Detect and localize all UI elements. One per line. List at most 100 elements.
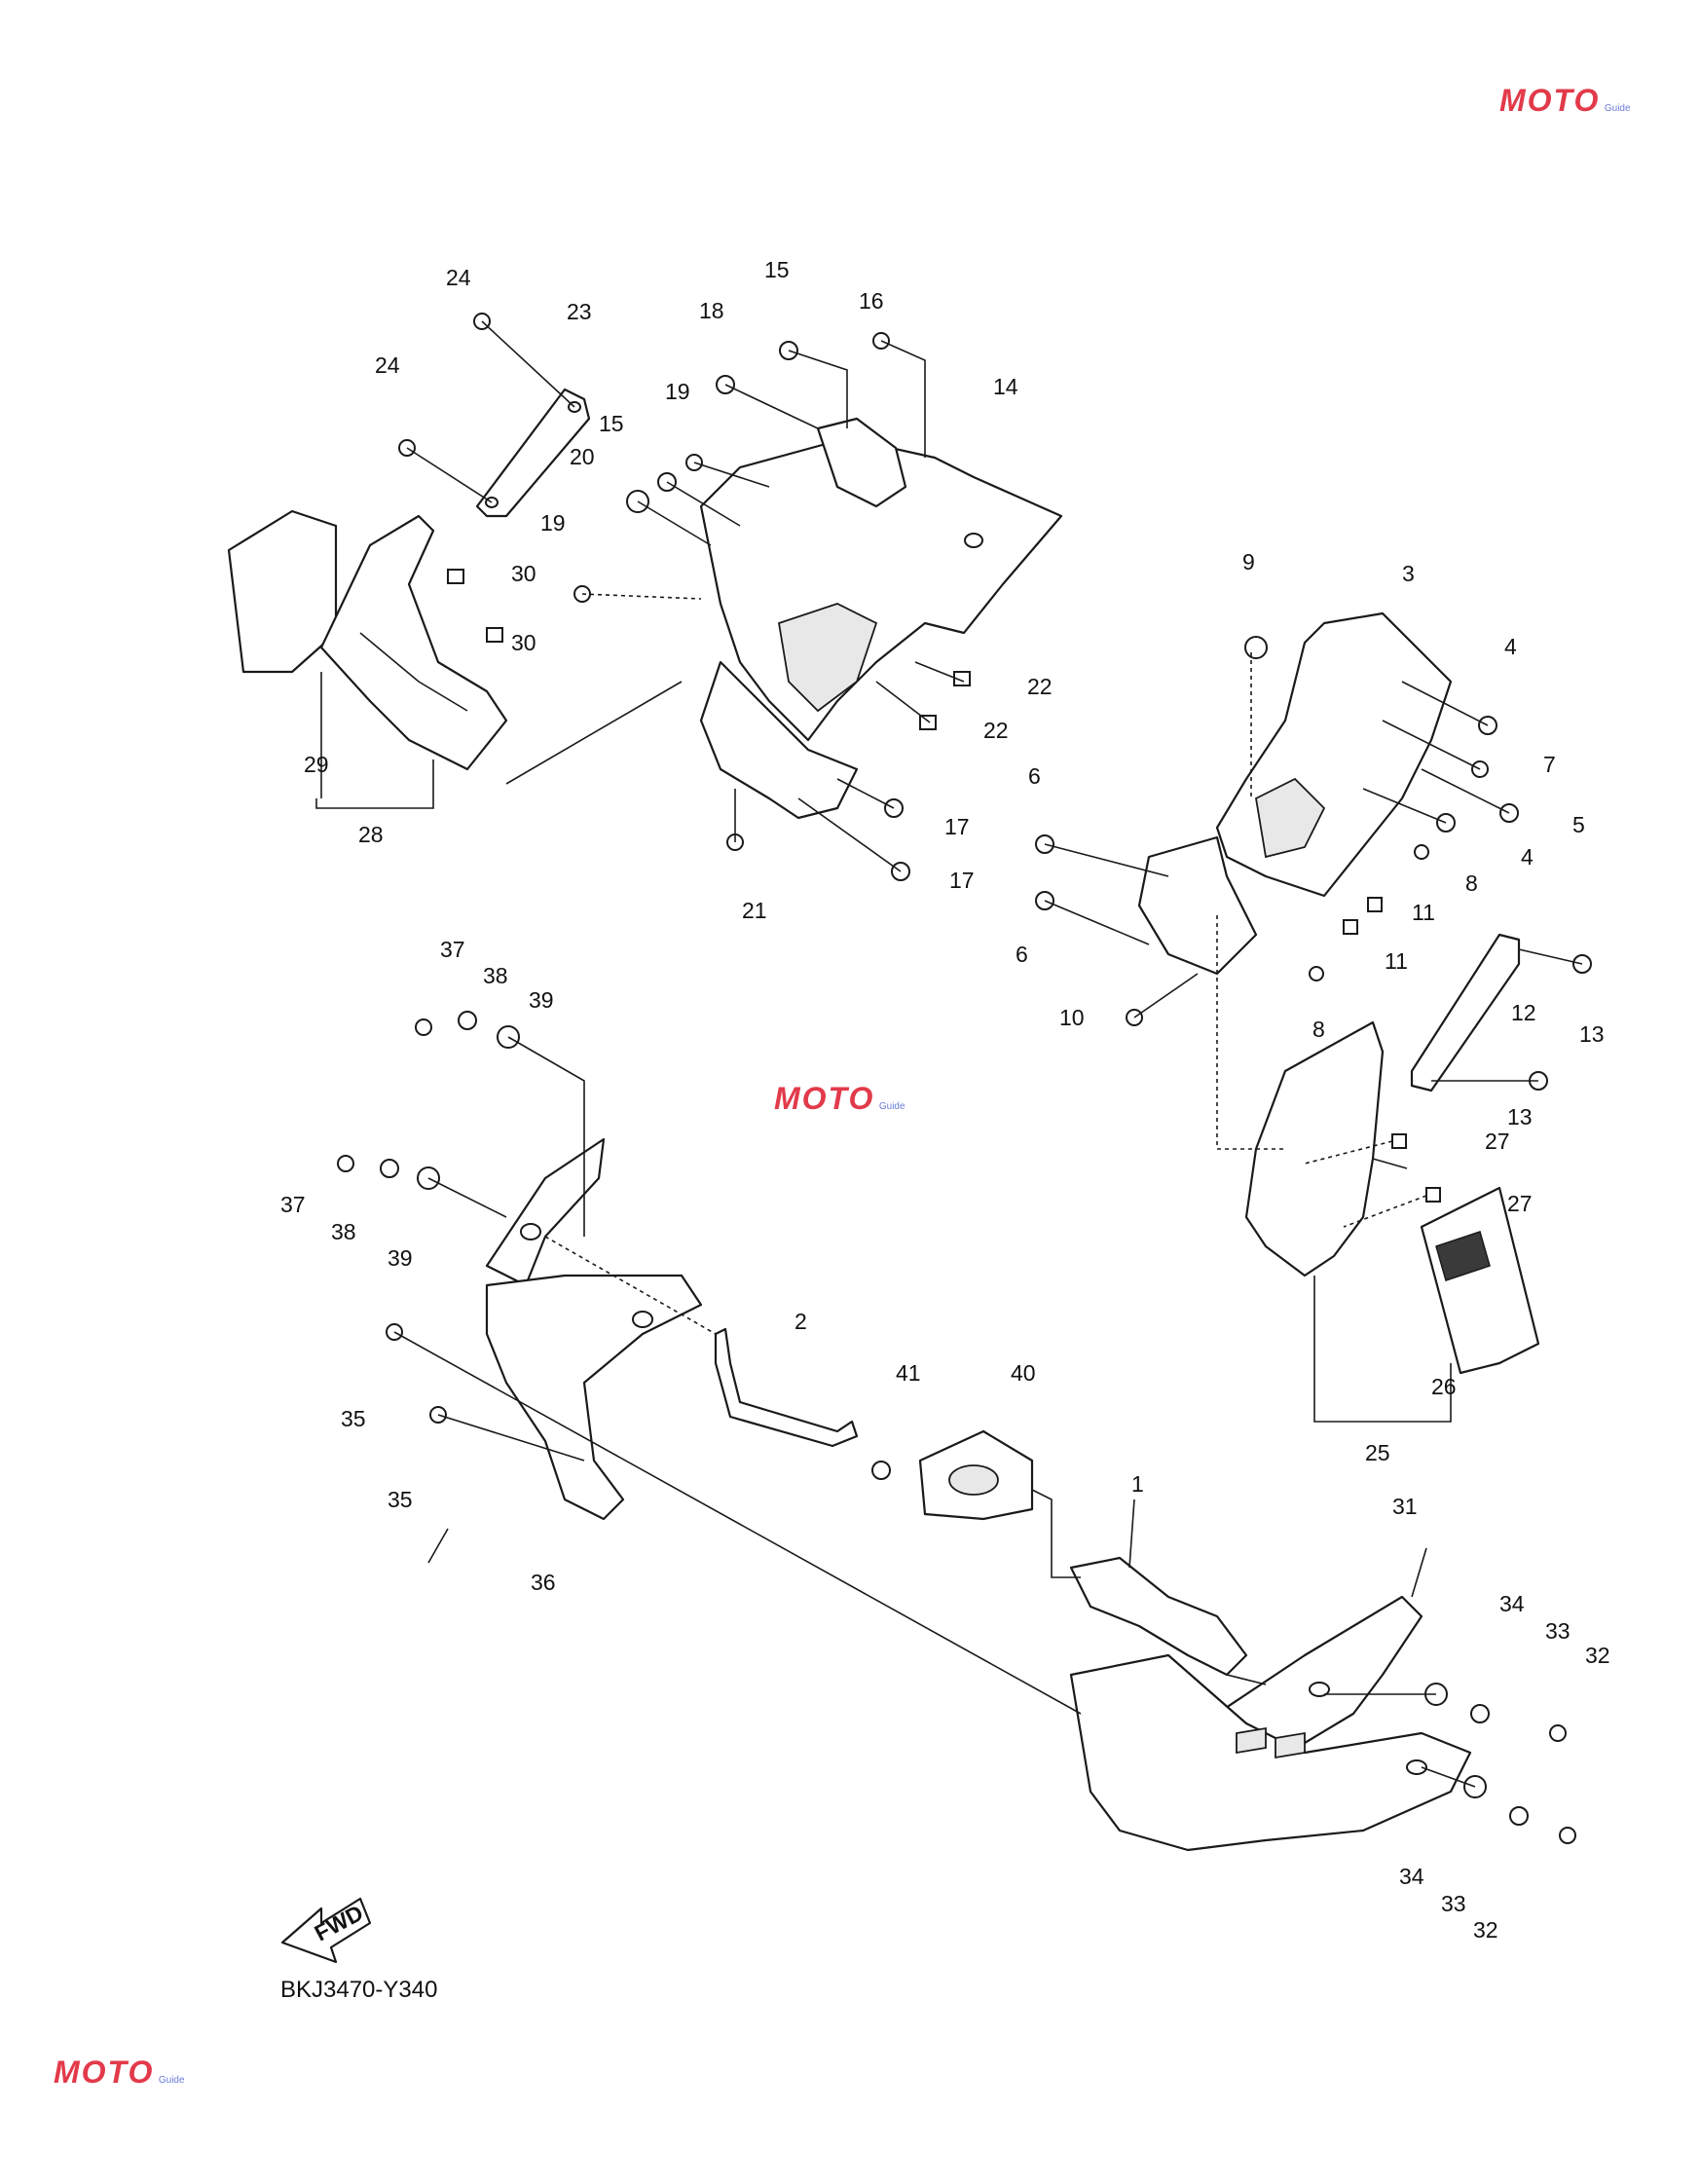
part-14-recess: [777, 603, 878, 713]
callout-27-lower: 27: [1507, 1191, 1533, 1216]
callout-34-upper: 34: [1499, 1591, 1525, 1616]
callout-5: 5: [1572, 812, 1585, 837]
lower-left-assembly: [485, 1137, 1248, 1677]
callout-15-lower: 15: [599, 411, 624, 436]
part-28-shape: [319, 514, 508, 771]
watermark-tagline: Guide: [878, 1101, 905, 1112]
fastener-11-lower: [1343, 919, 1358, 935]
inner-panel-assembly: [227, 388, 1063, 820]
fastener-9: [1244, 636, 1268, 659]
belly-pan-assembly: [1069, 1595, 1472, 1852]
callout-26: 26: [1431, 1374, 1457, 1399]
callout-8-lower: 8: [1312, 1017, 1325, 1042]
callout-11-upper: 11: [1412, 900, 1435, 925]
part-31-vent-1: [1236, 1726, 1267, 1755]
fastener-37-upper: [415, 1018, 432, 1036]
callout-19-lower: 19: [540, 510, 566, 536]
callout-13-upper: 13: [1579, 1021, 1605, 1047]
callout-11-lower: 11: [1385, 948, 1408, 974]
watermark-tagline: Guide: [158, 2075, 185, 2086]
fastener-8-lower: [1309, 966, 1324, 981]
part-26-shape: [1420, 1186, 1540, 1375]
part-36-hole-top: [520, 1223, 541, 1240]
callout-24-upper: 24: [446, 265, 471, 290]
fwd-arrow-shape: [280, 1897, 372, 1964]
callout-20: 20: [570, 444, 595, 469]
callout-40: 40: [1011, 1360, 1036, 1386]
part-31-hole-upper: [1309, 1682, 1330, 1697]
fastener-32-lower: [1559, 1827, 1576, 1844]
callout-24-lower: 24: [375, 352, 400, 378]
part-29-shape: [227, 509, 338, 674]
part-36-hole-mid: [632, 1311, 653, 1328]
callout-38-upper: 38: [483, 963, 508, 988]
part-14-hole: [964, 533, 983, 548]
callout-38-lower: 38: [331, 1219, 356, 1244]
callout-35-lower: 35: [388, 1487, 413, 1512]
watermark-top-right: MOTO Guide: [1499, 83, 1631, 119]
callout-4-upper: 4: [1504, 634, 1517, 659]
part-3-recess: [1255, 777, 1326, 859]
callout-34-lower: 34: [1399, 1864, 1424, 1889]
callout-27-upper: 27: [1485, 1129, 1510, 1154]
callout-25: 25: [1365, 1440, 1390, 1465]
fastener-33-upper: [1470, 1704, 1490, 1723]
callout-29: 29: [304, 752, 329, 777]
fastener-32-upper: [1549, 1724, 1567, 1742]
fastener-33-lower: [1509, 1806, 1529, 1826]
part-26-logo: [1435, 1231, 1491, 1281]
watermark-brand: MOTO: [1499, 83, 1601, 118]
part-36-upper: [485, 1137, 606, 1287]
callout-32-upper: 32: [1585, 1643, 1610, 1668]
callout-39-lower: 39: [388, 1245, 413, 1271]
part-31-hole-lower: [1406, 1759, 1427, 1775]
callout-12: 12: [1511, 1000, 1536, 1025]
callouts: 1 2 3 4 4 5 6 6 7 8 8 9 10 11 11 12 13 1…: [280, 257, 1610, 1943]
fastener-30-lower: [486, 627, 503, 643]
callout-19-upper: 19: [665, 379, 690, 404]
fastener-30-upper: [447, 569, 464, 584]
fastener-22-upper: [953, 671, 971, 686]
part-31-shape: [1069, 1653, 1472, 1852]
callout-2: 2: [795, 1309, 807, 1334]
callout-10: 10: [1059, 1005, 1085, 1030]
callout-32-lower: 32: [1473, 1917, 1498, 1943]
callout-6-upper: 6: [1028, 763, 1041, 789]
part-36-shape: [485, 1274, 703, 1521]
fwd-arrow: FWD: [280, 1897, 372, 1964]
callout-31: 31: [1392, 1494, 1418, 1519]
callout-22-upper: 22: [1027, 674, 1053, 699]
inner-cover-assembly: [1137, 611, 1540, 1375]
fastener-41: [871, 1461, 891, 1480]
diagram-code: BKJ3470-Y340: [280, 1977, 438, 2003]
part-23-shape: [475, 388, 591, 518]
callout-4-lower: 4: [1521, 844, 1534, 870]
watermark-brand: MOTO: [774, 1081, 875, 1116]
watermark-brand: MOTO: [54, 2054, 155, 2090]
part-1-shape: [1069, 1556, 1248, 1677]
watermark-tagline: Guide: [1604, 103, 1631, 114]
fastener-27-upper: [1391, 1133, 1407, 1149]
callout-7: 7: [1543, 752, 1556, 777]
callout-23: 23: [567, 299, 592, 324]
fastener-11-upper: [1367, 897, 1383, 912]
callout-37-lower: 37: [280, 1192, 306, 1217]
callout-1: 1: [1131, 1471, 1144, 1497]
callout-9: 9: [1242, 549, 1255, 574]
watermark-bottom-left: MOTO Guide: [54, 2054, 185, 2091]
fastener-8-upper: [1414, 844, 1429, 860]
callout-39-upper: 39: [529, 987, 554, 1013]
callout-30-upper: 30: [511, 561, 536, 586]
fastener-27-lower: [1425, 1187, 1441, 1203]
callout-36: 36: [531, 1570, 556, 1595]
callout-6-lower: 6: [1016, 942, 1028, 967]
part-31-upper: [1215, 1595, 1423, 1745]
part-2-shape: [714, 1327, 859, 1448]
callout-33-lower: 33: [1441, 1891, 1466, 1916]
callout-3: 3: [1402, 561, 1415, 586]
callout-14: 14: [993, 374, 1018, 399]
part-25-shape: [1244, 1020, 1385, 1277]
callout-41: 41: [896, 1360, 921, 1386]
fastener-38-lower: [380, 1159, 399, 1178]
